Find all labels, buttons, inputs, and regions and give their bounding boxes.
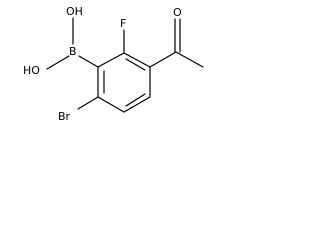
ring-bond-c5-c6 — [97, 96, 125, 113]
atom-label-fluorine: F — [120, 17, 126, 30]
atom-label-oxygen: O — [173, 6, 182, 19]
bond-c3-carbonyl — [149, 51, 177, 68]
ring-double-bond-c4-c5 — [125, 93, 146, 107]
ring-bond-c4-c5 — [123, 96, 151, 113]
atom-label-bromine: Br — [58, 110, 71, 123]
molecule-drawing: OH HO B F O Br — [23, 5, 204, 123]
bond-boron-oh-left — [46, 55, 70, 70]
structure-diagram: OH HO B F O Br — [0, 0, 230, 138]
ring-bond-c1-c2 — [97, 52, 125, 68]
ring-double-bond-c2-c3 — [125, 58, 146, 71]
bond-carbonyl-methyl — [175, 51, 204, 68]
atom-label-oh-top: OH — [66, 5, 83, 18]
ring-bond-c2-c3 — [123, 52, 151, 68]
bond-c6-bromine — [77, 96, 99, 110]
atom-label-oh-left: HO — [23, 64, 40, 77]
bond-c1-boron — [78, 55, 99, 68]
atom-label-boron: B — [69, 45, 77, 58]
